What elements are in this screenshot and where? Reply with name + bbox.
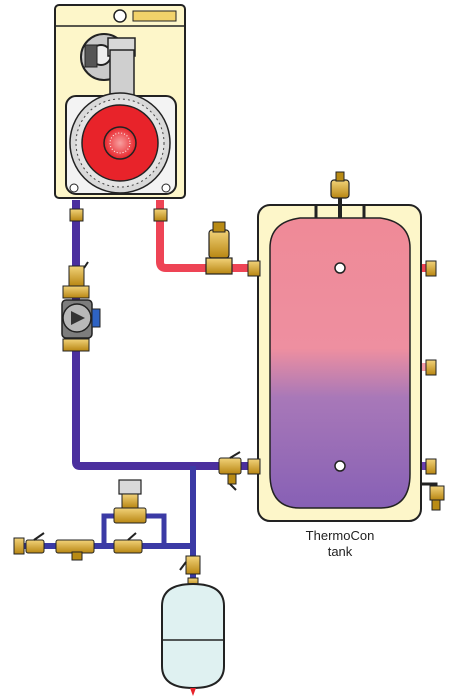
burner-blower-icon (80, 33, 136, 123)
tank-sensor-well-lower (334, 460, 346, 472)
tank-return-ball-valve-icon (218, 451, 242, 491)
air-vent-icon (205, 221, 233, 275)
tank-right-bottom-union-icon (425, 458, 437, 475)
tank-right-mid-union-icon (425, 359, 437, 376)
tank-supply-union-icon (247, 260, 261, 277)
check-valve-icon (55, 539, 95, 561)
boiler-icon (54, 4, 186, 199)
circulator-pump-icon (61, 285, 101, 352)
expansion-valve-icon (179, 555, 201, 575)
boiler-return-union-icon (69, 208, 84, 222)
tank-label-line1: ThermoCon (306, 528, 375, 543)
expansion-tank-icon (161, 577, 225, 696)
fill-inlet-ball-valve-icon (13, 532, 45, 555)
tank-vessel (269, 217, 411, 509)
bypass-ball-valve-icon (113, 532, 143, 554)
boiler-supply-union-icon (153, 208, 168, 222)
boiler-control-panel (132, 10, 177, 22)
tank-label-line2: tank (328, 544, 353, 559)
pressure-reducing-valve-icon (113, 479, 147, 524)
tank-air-vent-icon (330, 171, 350, 199)
return-ball-valve-icon (68, 261, 89, 287)
tank-sensor-well-upper (334, 262, 346, 274)
drain-valve-icon (420, 482, 445, 511)
return-pipe (72, 200, 265, 470)
burner-icon (69, 92, 171, 194)
tank-return-union-icon (247, 458, 261, 475)
thermocon-tank (257, 195, 422, 522)
boiler-indicator-light (113, 9, 127, 23)
tank-right-top-union-icon (425, 260, 437, 277)
supply-pipe (156, 200, 265, 272)
